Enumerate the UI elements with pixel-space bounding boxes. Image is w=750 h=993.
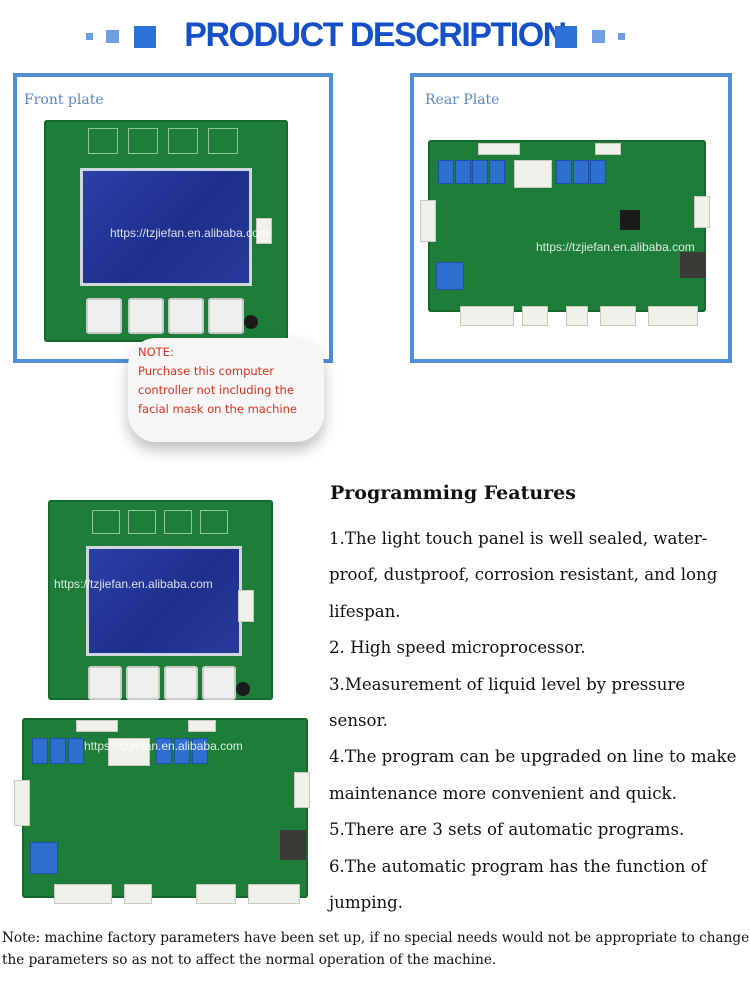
note-text: NOTE: Purchase this computer controller …	[138, 343, 328, 419]
note-title: NOTE:	[138, 345, 174, 359]
decor-square	[592, 30, 605, 43]
footnote: Note: machine factory parameters have be…	[2, 930, 750, 968]
note-bubble	[128, 338, 324, 442]
page-title: PRODUCT DESCRIPTION	[184, 16, 567, 54]
feature-item: 5.There are 3 sets of automatic programs…	[329, 820, 685, 840]
rear-plate-label: Rear Plate	[425, 92, 500, 108]
features-title: Programming Features	[330, 482, 576, 504]
decor-square	[618, 33, 625, 40]
feature-item: 4.The program can be upgraded on line to…	[329, 747, 737, 803]
watermark-text: https://tzjiefan.en.alibaba.com	[84, 739, 243, 753]
watermark-text: https://tzjiefan.en.alibaba.com	[54, 577, 213, 591]
decor-square	[555, 26, 577, 48]
watermark-text: https://tzjiefan.en.alibaba.com	[536, 240, 695, 254]
features-list: 1.The light touch panel is well sealed, …	[329, 521, 747, 921]
decor-square	[134, 26, 156, 48]
front-plate-label: Front plate	[24, 92, 104, 108]
feature-item: 2. High speed microprocessor.	[329, 638, 586, 658]
feature-item: 1.The light touch panel is well sealed, …	[329, 529, 718, 621]
decor-square	[86, 33, 93, 40]
feature-item: 6.The automatic program has the function…	[329, 856, 707, 913]
watermark-text: https://tzjiefan.en.alibaba.com	[110, 226, 269, 240]
decor-square	[106, 30, 119, 43]
note-body: Purchase this computer controller not in…	[138, 364, 297, 416]
feature-item: 3.Measurement of liquid level by pressur…	[329, 674, 686, 731]
